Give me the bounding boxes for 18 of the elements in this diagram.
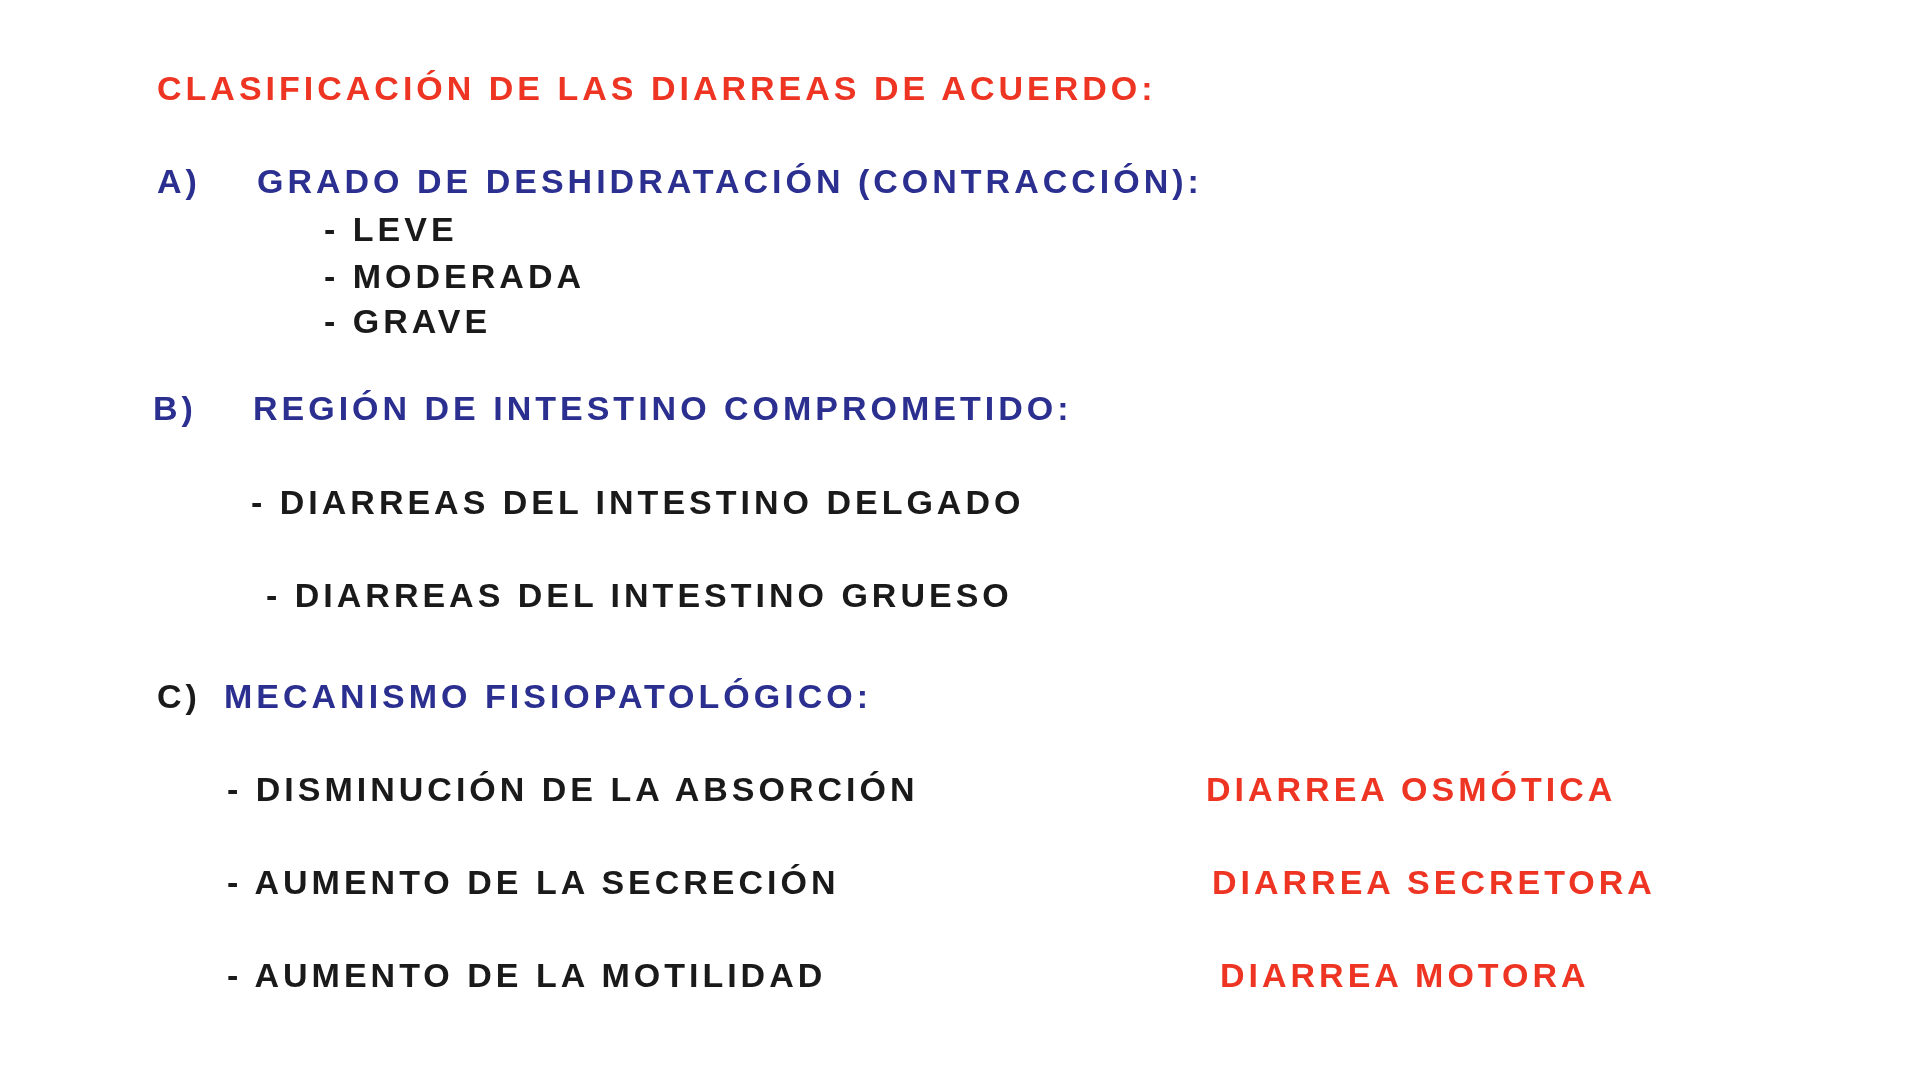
- section-letter: C): [157, 676, 201, 716]
- list-item: - DISMINUCIÓN DE LA ABSORCIÓN: [227, 769, 919, 809]
- result-text: DIARREA OSMÓTICA: [1206, 769, 1617, 809]
- section-letter: B): [153, 388, 197, 428]
- list-item: - DIARREAS DEL INTESTINO GRUESO: [266, 575, 1013, 615]
- list-item: - MODERADA: [324, 256, 585, 296]
- list-item: - AUMENTO DE LA MOTILIDAD: [227, 955, 827, 995]
- list-item: - DIARREAS DEL INTESTINO DELGADO: [251, 482, 1025, 522]
- result-text: DIARREA MOTORA: [1220, 955, 1590, 995]
- list-item: - GRAVE: [324, 301, 492, 341]
- section-heading: GRADO DE DESHIDRATACIÓN (CONTRACCIÓN):: [257, 161, 1203, 201]
- section-heading: MECANISMO FISIOPATOLÓGICO:: [224, 676, 872, 716]
- title-text: CLASIFICACIÓN DE LAS DIARREAS DE ACUERDO:: [157, 68, 1157, 108]
- list-item: - LEVE: [324, 209, 458, 249]
- section-heading: REGIÓN DE INTESTINO COMPROMETIDO:: [253, 388, 1073, 428]
- result-text: DIARREA SECRETORA: [1212, 862, 1656, 902]
- section-letter: A): [157, 161, 201, 201]
- list-item: - AUMENTO DE LA SECRECIÓN: [227, 862, 840, 902]
